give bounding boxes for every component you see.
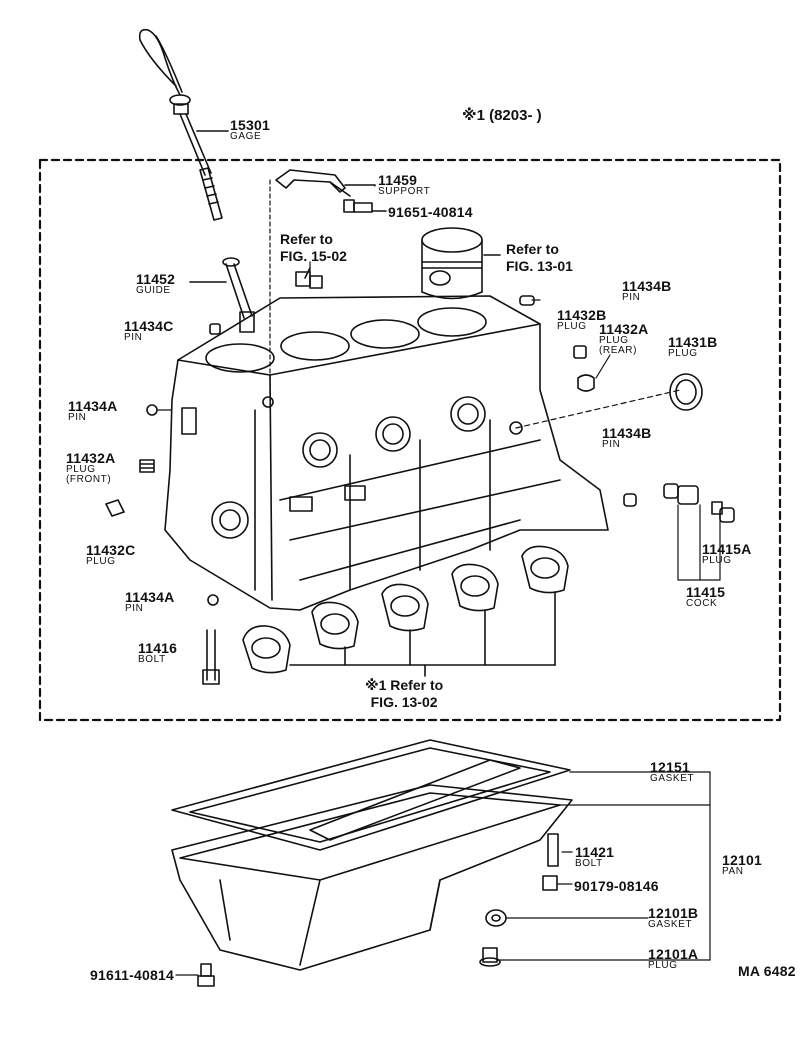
- part-11432b: 11432B PLUG: [557, 308, 606, 332]
- part-11434a-low: 11434A PIN: [125, 590, 174, 614]
- part-name: PLUG: [557, 321, 587, 332]
- part-number: 11434A: [68, 398, 118, 414]
- part-name: GAGE: [230, 131, 262, 142]
- part-90179-08146: 90179-08146: [574, 878, 659, 894]
- part-number: 11432B: [557, 307, 607, 323]
- part-name: PLUG: [86, 556, 116, 567]
- oil-pan-drawing: [171, 784, 573, 971]
- part-number: 11434C: [124, 318, 174, 334]
- part-11459: 11459 SUPPORT: [378, 173, 430, 197]
- part-11434b-right: 11434B PIN: [602, 426, 651, 450]
- part-number: 11431B: [668, 334, 718, 350]
- piston-drawing: [421, 227, 501, 300]
- group-note: ※1 (8203- ): [462, 107, 542, 124]
- part-name: GUIDE: [136, 285, 171, 296]
- part-number: 12151: [650, 759, 690, 775]
- guide-drawing: [189, 257, 255, 333]
- part-11452: 11452 GUIDE: [136, 272, 175, 296]
- part-name: BOLT: [575, 858, 603, 869]
- part-number: 15301: [230, 117, 270, 133]
- part-name: PLUG: [66, 464, 96, 475]
- part-name: PIN: [124, 332, 143, 343]
- part-note: (REAR): [599, 345, 638, 356]
- refer-figure: FIG. 13-02: [370, 694, 438, 710]
- part-91611-40814: 91611-40814: [90, 967, 174, 983]
- part-11416: 11416 BOLT: [138, 641, 177, 665]
- part-number: 11434B: [602, 425, 652, 441]
- part-11434c: 11434C PIN: [124, 319, 173, 343]
- part-name: PIN: [125, 603, 144, 614]
- refer-fig-13-02: ※1 Refer to FIG. 13-02: [365, 678, 443, 709]
- part-12101a: 12101A PLUG: [648, 947, 698, 971]
- part-91651-40814: 91651-40814: [388, 204, 473, 220]
- part-12151: 12151 GASKET: [650, 760, 694, 784]
- part-15301: 15301 GAGE: [230, 118, 270, 142]
- part-11415: 11415 COCK: [686, 585, 725, 609]
- dipstick-gage-drawing: [138, 28, 229, 221]
- part-number: 12101: [722, 852, 762, 868]
- part-number: 11421: [575, 844, 615, 860]
- part-number: 11432C: [86, 542, 136, 558]
- part-11431b: 11431B PLUG: [668, 335, 717, 359]
- small-parts-drawing: [105, 295, 735, 685]
- part-name: PLUG: [668, 348, 698, 359]
- part-12101b: 12101B GASKET: [648, 906, 698, 930]
- refer-figure: FIG. 15-02: [280, 248, 347, 264]
- part-11434a-left: 11434A PIN: [68, 399, 117, 423]
- leader-lines: [157, 179, 721, 976]
- part-name: GASKET: [650, 773, 695, 784]
- part-11432a-front: 11432A PLUG (FRONT): [66, 451, 115, 485]
- part-name: BOLT: [138, 654, 166, 665]
- part-number: 11416: [138, 640, 178, 656]
- refer-fig-15-02: Refer to FIG. 15-02: [280, 232, 347, 263]
- part-name: PLUG: [648, 960, 678, 971]
- part-name: PIN: [602, 439, 621, 450]
- part-number: 11452: [136, 271, 176, 287]
- part-number: 12101A: [648, 946, 699, 962]
- refer-text: ※1 Refer to: [365, 677, 444, 693]
- part-name: PAN: [722, 866, 744, 877]
- part-11415a: 11415A PLUG: [702, 542, 751, 566]
- refer-fig-13-01: Refer to FIG. 13-01: [506, 242, 573, 273]
- part-note: (FRONT): [66, 474, 112, 485]
- part-name: SUPPORT: [378, 186, 431, 197]
- part-name: PLUG: [702, 555, 732, 566]
- part-number: 11434A: [125, 589, 175, 605]
- part-12101: 12101 PAN: [722, 853, 762, 877]
- part-number: 11415: [686, 584, 726, 600]
- refer-text: Refer to: [280, 231, 333, 247]
- part-number: 11415A: [702, 541, 752, 557]
- part-name: COCK: [686, 598, 718, 609]
- support-bracket-drawing: [275, 169, 376, 197]
- part-number: 11459: [378, 172, 418, 188]
- refer-figure: FIG. 13-01: [506, 258, 573, 274]
- part-11432c: 11432C PLUG: [86, 543, 135, 567]
- part-11434b-top: 11434B PIN: [622, 279, 671, 303]
- bolt-91651-drawing: [343, 199, 387, 213]
- gasket-drawing: [171, 739, 571, 851]
- pan-hardware-drawing: [197, 833, 559, 987]
- group-boundary: [38, 158, 782, 722]
- part-name: PLUG: [599, 335, 629, 346]
- drawing-code: MA 6482: [738, 963, 796, 979]
- bearings-drawing: [242, 545, 569, 677]
- sensor-drawing: [295, 267, 323, 289]
- part-name: PIN: [622, 292, 641, 303]
- refer-text: Refer to: [506, 241, 559, 257]
- part-number: 11434B: [622, 278, 672, 294]
- part-number: 12101B: [648, 905, 699, 921]
- part-number: 11432A: [66, 450, 116, 466]
- part-name: PIN: [68, 412, 87, 423]
- part-number: 11432A: [599, 321, 649, 337]
- part-name: GASKET: [648, 919, 693, 930]
- cylinder-block-drawing: [164, 295, 609, 611]
- part-11421: 11421 BOLT: [575, 845, 614, 869]
- part-11432a-rear: 11432A PLUG (REAR): [599, 322, 648, 356]
